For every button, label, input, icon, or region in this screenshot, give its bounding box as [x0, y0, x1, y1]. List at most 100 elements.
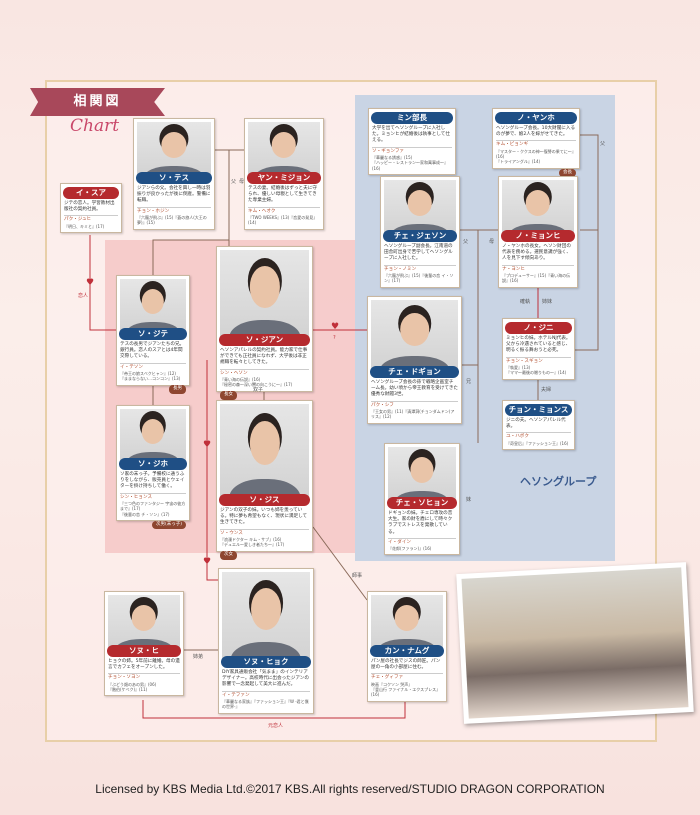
heart-icon: ♥	[86, 278, 95, 288]
character-card-sojian: ソ・ジアンヘソンアパレルの契約社員。能力家で仕事ができても正社員になれず、大学後…	[216, 246, 313, 400]
character-name: ノ・ミョンヒ	[501, 230, 575, 242]
actor-work: 『三つ色のファンタジー 宇宙の彼方まで』(17)	[120, 500, 186, 512]
relation-father: 父	[231, 179, 237, 185]
actor-work: 『華麗なる誘惑』(15)	[372, 154, 413, 160]
actor-work: 『プロデューサー』(15)『青い海の伝説』(16)	[502, 272, 571, 284]
actor-name: チョン・ノミン	[384, 264, 456, 273]
heart-icon: ♥	[203, 440, 212, 450]
relation-brother: 兄	[466, 379, 472, 385]
character-description: ヘソングループ会長の孫で戦略企画室チーム長。幼い頃から帝王教育を受けてきた優秀な…	[371, 380, 459, 398]
character-name: イ・スア	[63, 187, 119, 199]
actor-name: チョン・ホジン	[137, 206, 211, 215]
character-name: チョン・ミョンス	[505, 404, 572, 416]
relation-twins: 双子	[253, 387, 264, 393]
sibling-rank-badge: 次女	[220, 551, 237, 560]
character-description: ドギョンの妹。チェロ専攻の音大生。家の財を盾にして時々クラブでストレスを発散して…	[388, 511, 453, 535]
sibling-rank-badge: 会長	[559, 168, 576, 177]
actor-work: 『王女の男』(11)『清潭洞(チョンダムドン)アリス』(12)	[371, 408, 455, 420]
sibling-rank-badge: 次男(末っ子)	[151, 520, 186, 529]
character-card-chedogyon: チェ・ドギョンヘソングループ会長の孫で戦略企画室チーム長。幼い頃から帝王教育を受…	[367, 296, 462, 424]
character-name: ソヌ・ヒョク	[221, 656, 311, 668]
character-card-minbucho: ミン部長大学を出てヘソングループに入社した。ミョンヒが結婚後は執事として仕える。…	[368, 108, 456, 175]
actor-name: イ・テソン	[120, 362, 186, 371]
actor-work: 『明日、キミと』(17)	[64, 223, 105, 229]
portrait-photo	[220, 404, 309, 500]
character-name: ソ・ジホ	[119, 458, 187, 470]
portrait-photo	[120, 279, 186, 334]
character-description: 大学を出てヘソングループに入社した。ミョンヒが結婚後は執事として仕える。	[372, 126, 450, 144]
actor-work: 『デュエル〜愛しき者たち〜』(17)	[220, 542, 285, 548]
character-name: ソ・ジアン	[219, 334, 310, 346]
character-name: ソヌ・ヒ	[107, 645, 181, 657]
character-card-chesohyon: チェ・ソヒョンドギョンの妹。チェロ専攻の音大生。家の財を盾にして時々クラブでスト…	[384, 443, 460, 556]
actor-work: 『奇皇后』『ファッション王』(16)	[506, 440, 569, 446]
relation-father-3: 父	[600, 141, 606, 147]
actor-work: 『マスター・ククスの神〜復讐の果てに〜』(16)	[496, 148, 576, 159]
character-card-sotesu: ソ・テスジアンらの父。会社を興し一時は羽振りが良かったが後に倒産。警備に転職。チ…	[133, 118, 215, 230]
relation-conflict: 確執	[520, 299, 531, 305]
actor-name: シン・ヘソン	[220, 368, 309, 377]
character-card-isua: イ・スアジテの恋人。学習教材出版社の契約社員。パク・ジュヒ『明日、キミと』(17…	[60, 183, 122, 233]
character-description: ミョンヒの妹。ホテルNJ代表。父から冷遇されていると感じ、明るく振る舞おうと必死…	[506, 336, 571, 354]
actor-work: 『階伯(ケベク)』(11)	[108, 686, 148, 692]
relation-mentor: 師事	[352, 573, 363, 579]
heart-icon: ♥	[203, 557, 212, 567]
actor-work: 『ハッピー・レストラン〜家和萬事成〜』(16)	[372, 160, 448, 171]
actor-work: 『青い海の伝説』(16)	[220, 376, 261, 382]
chart-subtitle: Chart	[70, 116, 120, 136]
heart-icon: ♥	[331, 322, 340, 332]
character-description: ジテの恋人。学習教材出版社の契約社員。	[64, 201, 115, 213]
character-name: チェ・ソヒョン	[387, 497, 457, 509]
relation-mother-2: 母	[489, 239, 495, 245]
portrait-photo	[371, 300, 458, 372]
character-description: ジニの夫。ヘソンアパレル代表。	[506, 418, 566, 430]
actor-work: 『執愛』(13)	[506, 364, 531, 370]
relation-father-2: 父	[463, 239, 469, 245]
character-name: チェ・ドギョン	[370, 366, 459, 378]
actor-name: ユ・ハボク	[506, 432, 571, 440]
relation-couple: 夫婦	[541, 387, 552, 393]
actor-name: チェ・グィファ	[371, 673, 443, 681]
relation-unknown: ?	[333, 335, 336, 341]
actor-work: 『ぶどう畑のあの男』(06)	[108, 681, 157, 687]
actor-work: 『秘密の森〜深い闇の向こうに〜』(17)	[220, 382, 293, 388]
character-name: カン・ナムグ	[370, 645, 444, 657]
actor-name: シン・ヒョンス	[120, 492, 186, 501]
actor-name: キム・ヘオク	[248, 206, 320, 215]
portrait-photo	[248, 122, 320, 178]
character-card-noyanho: ノ・ヤンホヘソングループ会長。10大財閥に入るのが夢で、娘2人を嫁がせてきた。キ…	[492, 108, 580, 177]
actor-name: パク・シフ	[371, 400, 458, 409]
portrait-photo	[220, 250, 309, 340]
character-description: ヘソングループ副会長。江南道の田舎町出身で苦学してヘソングループに入社した。	[384, 244, 453, 262]
character-name: ソ・テス	[136, 172, 212, 184]
character-description: ヘソンアパレルの契約社員。能力家で仕事ができても正社員になれず、大学後は非正規職…	[220, 348, 308, 366]
sibling-rank-badge: 長男	[169, 385, 186, 394]
relation-lover: 恋人	[78, 293, 89, 299]
actor-name: ナ・ヨンヒ	[502, 264, 574, 273]
copyright-footer: Licensed by KBS Media Ltd.©2017 KBS.All …	[95, 782, 605, 796]
portrait-photo	[371, 595, 443, 651]
character-description: ジアンらの父。会社を興し一時は羽振りが良かったが後に倒産。警備に転職。	[137, 186, 211, 204]
character-card-chonmyonsu: チョン・ミョンスジニの夫。ヘソンアパレル代表。ユ・ハボク『奇皇后』『ファッション…	[502, 400, 575, 450]
actor-work: 『後輩の恋 チ・ソン』(17)	[120, 511, 170, 517]
actor-work: 『トライアングル』(14)	[496, 159, 541, 165]
character-card-sonuhi: ソヌ・ヒヒョクの姉。5年前に離婚。母の遺言でカフェをオープンした。チョン・ソヨン…	[104, 591, 184, 697]
portrait-photo	[388, 447, 456, 503]
actor-name: チョン・スギョン	[506, 356, 571, 365]
sibling-rank-badge: 長女	[220, 391, 237, 400]
character-description: ヘソングループ会長。10大財閥に入るのが夢で、娘2人を嫁がせてきた。	[496, 126, 576, 138]
character-description: DIY家具通販会社「気まま」のインテリアデザイナー。高校時代に出会ったジアンの影…	[222, 670, 309, 688]
actor-name: チョン・ソヨン	[108, 673, 180, 681]
portrait-photo	[222, 572, 310, 662]
character-name: ミン部長	[371, 112, 453, 124]
cast-group-photo	[456, 562, 694, 724]
character-card-sojisu: ソ・ジスジアンの双子の妹。いつも姉を羨っている。特に夢も希望もなく、現状に満足し…	[216, 400, 313, 560]
actor-work: 『釜山行 ファイナル・エクスプレス』(16)	[371, 686, 441, 698]
character-description: テスの長男でジアンたちの兄。銀行員。恋人のスアとは4年間交際している。	[120, 342, 185, 360]
actor-name: パク・ジュヒ	[64, 215, 118, 223]
actor-work: 『六龍が飛ぶ』(15)『蒼の旅人(大王の夢)』(15)	[137, 214, 207, 226]
portrait-photo	[137, 122, 211, 178]
character-description: ソ家の末っ子。予備校に通うふりをしながら、販売員とウェイターを掛け持ちして働く。	[120, 472, 185, 490]
character-description: パン屋の社長でジスの師匠。パン屋の一角の小部屋に住む。	[371, 659, 441, 671]
